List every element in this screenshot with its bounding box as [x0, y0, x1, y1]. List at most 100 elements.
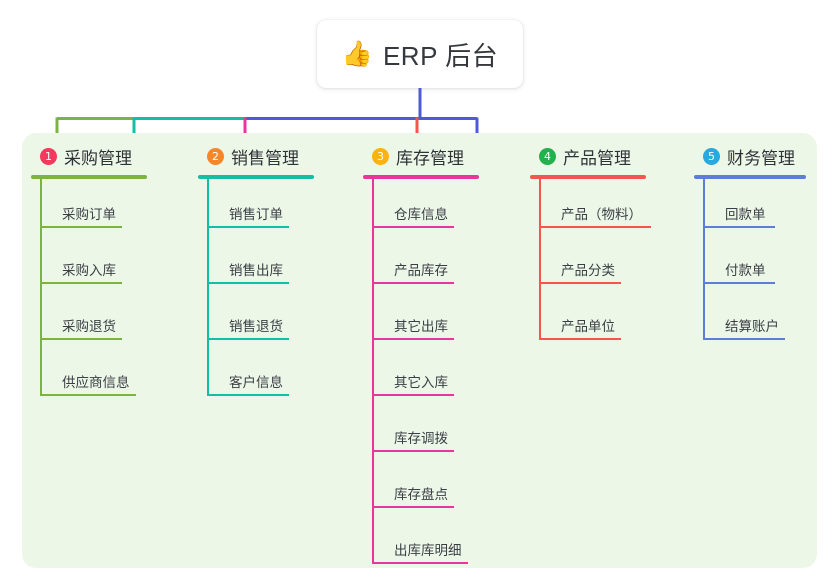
branch-item[interactable]: 库存盘点 — [363, 459, 479, 515]
branch-item-label: 产品库存 — [394, 263, 448, 278]
branch-item[interactable]: 回款单 — [694, 179, 806, 235]
branch-item[interactable]: 销售订单 — [198, 179, 314, 235]
branch-item-label: 销售订单 — [229, 207, 283, 222]
branch-item-rule — [40, 282, 122, 284]
branch-item[interactable]: 产品分类 — [530, 235, 646, 291]
branch-item-label: 仓库信息 — [394, 207, 448, 222]
branch-header-inventory[interactable]: 3 库存管理 — [363, 143, 479, 169]
branch-item-label: 采购退货 — [62, 319, 116, 334]
branch-item-label: 销售退货 — [229, 319, 283, 334]
branch-item-label: 库存调拨 — [394, 431, 448, 446]
branch-item-label: 客户信息 — [229, 375, 283, 390]
branch-spine-inventory — [372, 179, 374, 564]
branch-item-rule — [372, 450, 454, 452]
branch-item[interactable]: 销售出库 — [198, 235, 314, 291]
branch-column-inventory: 3 库存管理仓库信息产品库存其它出库其它入库库存调拨库存盘点出库库明细 — [363, 143, 479, 571]
branch-item-rule — [372, 506, 454, 508]
branch-items-product: 产品（物料） 产品分类产品单位 — [530, 179, 651, 347]
branch-item-rule — [40, 338, 122, 340]
branch-item-label: 回款单 — [725, 207, 766, 222]
branch-item-rule — [703, 226, 775, 228]
branch-column-finance: 5 财务管理回款单付款单结算账户 — [694, 143, 806, 347]
branch-item-rule — [207, 282, 289, 284]
branch-column-purchase: 1 采购管理采购订单采购入库采购退货供应商信息 — [31, 143, 147, 403]
branch-items-sales: 销售订单销售出库销售退货客户信息 — [198, 179, 314, 403]
branch-item-label: 采购订单 — [62, 207, 116, 222]
branch-item[interactable]: 其它出库 — [363, 291, 479, 347]
branch-title-product: 产品管理 — [563, 148, 631, 168]
branch-item[interactable]: 产品库存 — [363, 235, 479, 291]
branch-item-rule — [40, 394, 136, 396]
branch-item-label: 其它出库 — [394, 319, 448, 334]
branch-item-rule — [703, 282, 775, 284]
branch-title-sales: 销售管理 — [231, 148, 299, 168]
branch-item[interactable]: 产品（物料） — [530, 179, 651, 235]
branch-item[interactable]: 产品单位 — [530, 291, 646, 347]
branch-item-label: 其它入库 — [394, 375, 448, 390]
branch-item-label: 结算账户 — [725, 319, 779, 334]
branch-item-rule — [372, 338, 454, 340]
branch-item[interactable]: 客户信息 — [198, 347, 314, 403]
branch-header-rule-purchase — [31, 175, 147, 179]
branch-item-label: 采购入库 — [62, 263, 116, 278]
branch-item-label: 产品单位 — [561, 319, 615, 334]
branch-item-label: 付款单 — [725, 263, 766, 278]
branch-header-sales[interactable]: 2 销售管理 — [198, 143, 314, 169]
branch-item-label: 产品分类 — [561, 263, 615, 278]
branch-items-inventory: 仓库信息产品库存其它出库其它入库库存调拨库存盘点出库库明细 — [363, 179, 479, 571]
branch-title-finance: 财务管理 — [727, 148, 795, 168]
branch-item-label: 销售出库 — [229, 263, 283, 278]
root-node-erp-backend[interactable]: 👍 ERP 后台 — [317, 20, 523, 88]
branch-item[interactable]: 供应商信息 — [31, 347, 147, 403]
branch-item[interactable]: 采购退货 — [31, 291, 147, 347]
branch-item-label: 库存盘点 — [394, 487, 448, 502]
branch-item-rule — [539, 226, 651, 228]
branch-header-purchase[interactable]: 1 采购管理 — [31, 143, 147, 169]
branch-spine-product — [539, 179, 541, 340]
root-node-title: ERP 后台 — [382, 40, 499, 71]
branch-item-rule — [539, 282, 621, 284]
branch-header-product[interactable]: 4 产品管理 — [530, 143, 646, 169]
branch-spine-finance — [703, 179, 705, 340]
branch-item-label: 供应商信息 — [62, 375, 130, 390]
branch-item[interactable]: 出库库明细 — [363, 515, 479, 571]
branch-item[interactable]: 付款单 — [694, 235, 806, 291]
branch-item[interactable]: 仓库信息 — [363, 179, 479, 235]
branch-spine-purchase — [40, 179, 42, 396]
branch-number-badge-inventory: 3 — [372, 147, 389, 165]
branch-item-rule — [40, 226, 122, 228]
branches-panel — [22, 133, 817, 568]
branch-item-rule — [207, 226, 289, 228]
branch-number-badge-purchase: 1 — [40, 147, 57, 165]
branch-column-sales: 2 销售管理销售订单销售出库销售退货客户信息 — [198, 143, 314, 403]
branch-item-rule — [372, 282, 454, 284]
branch-title-inventory: 库存管理 — [396, 148, 464, 168]
branch-item-rule — [703, 338, 785, 340]
branch-title-purchase: 采购管理 — [64, 148, 132, 168]
branch-item-rule — [372, 562, 468, 564]
branch-item[interactable]: 采购订单 — [31, 179, 147, 235]
branch-header-rule-finance — [694, 175, 806, 179]
branch-item[interactable]: 结算账户 — [694, 291, 806, 347]
branch-header-rule-sales — [198, 175, 314, 179]
branch-item[interactable]: 其它入库 — [363, 347, 479, 403]
branch-items-purchase: 采购订单采购入库采购退货供应商信息 — [31, 179, 147, 403]
branch-item-label: 出库库明细 — [394, 543, 462, 558]
branch-item-rule — [207, 394, 289, 396]
branch-header-rule-inventory — [363, 175, 479, 179]
branch-item-rule — [207, 338, 289, 340]
branch-number-badge-sales: 2 — [207, 147, 224, 165]
branch-number-badge-finance: 5 — [703, 147, 720, 165]
branch-header-finance[interactable]: 5 财务管理 — [694, 143, 806, 169]
branch-item[interactable]: 库存调拨 — [363, 403, 479, 459]
thumbs-up-icon: 👍 — [341, 39, 373, 68]
branch-spine-sales — [207, 179, 209, 396]
branch-item-label: 产品（物料） — [561, 207, 642, 222]
branch-item-rule — [372, 394, 454, 396]
branch-item[interactable]: 销售退货 — [198, 291, 314, 347]
branch-items-finance: 回款单付款单结算账户 — [694, 179, 806, 347]
branch-column-product: 4 产品管理产品（物料） 产品分类产品单位 — [530, 143, 651, 347]
branch-item[interactable]: 采购入库 — [31, 235, 147, 291]
branch-number-badge-product: 4 — [539, 147, 556, 165]
